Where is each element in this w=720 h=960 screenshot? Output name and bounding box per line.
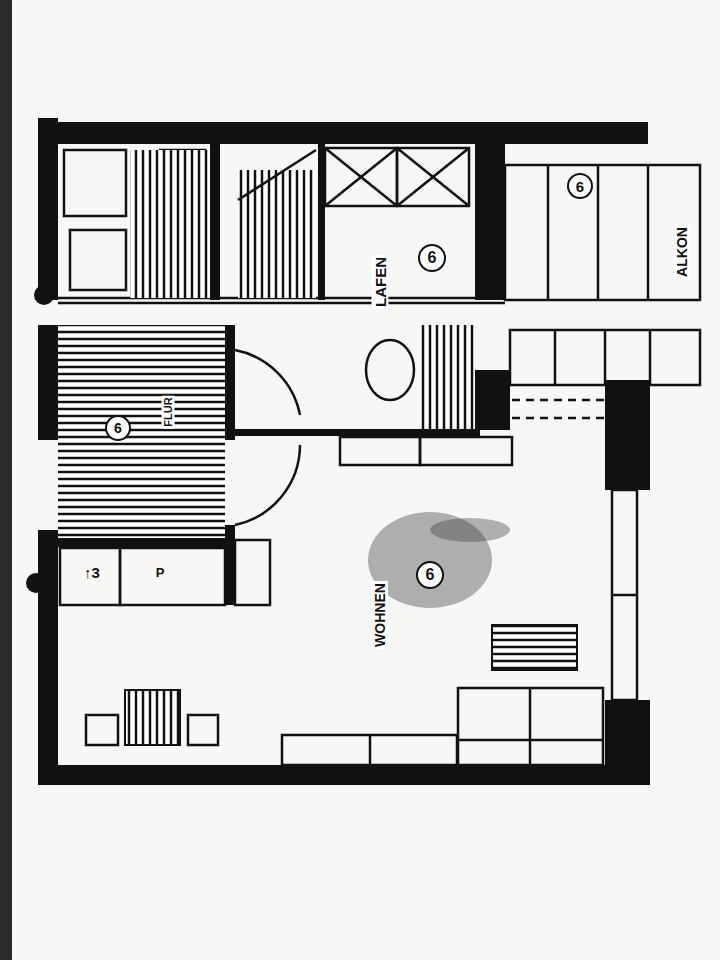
room-number: 6 <box>574 178 586 195</box>
room-label: LAFEN <box>372 255 389 309</box>
room-label: WOHNEN <box>372 581 388 649</box>
room-number: 6 <box>426 249 439 267</box>
room-number: 6 <box>424 566 437 584</box>
room-label: FLUR <box>162 395 175 428</box>
room-label: ALKON <box>674 225 690 279</box>
room-number: 6 <box>112 420 124 436</box>
fixture-label: P <box>154 565 167 580</box>
fixture-label: ↑3 <box>82 564 102 581</box>
